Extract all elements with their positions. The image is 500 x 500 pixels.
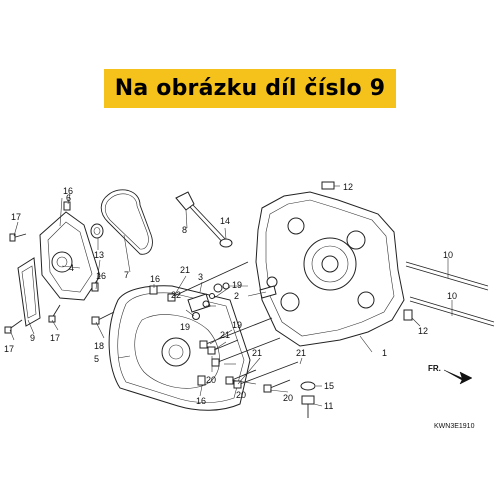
callout-3: 3 bbox=[198, 272, 203, 282]
bolt-18 bbox=[91, 311, 115, 325]
dowel-12-a bbox=[321, 181, 335, 190]
callout-18: 18 bbox=[94, 341, 104, 351]
plate-2 bbox=[259, 285, 277, 299]
callout-16-c: 16 bbox=[150, 274, 160, 284]
callout-17-b: 17 bbox=[4, 344, 14, 354]
o-ring-14 bbox=[219, 238, 233, 248]
callout-9: 9 bbox=[30, 333, 35, 343]
callout-16-b: 16 bbox=[96, 271, 106, 281]
callout-22: 22 bbox=[171, 290, 181, 300]
callout-20-a: 20 bbox=[206, 375, 216, 385]
bolt-17-a bbox=[9, 233, 27, 242]
drain-bolt-11 bbox=[301, 395, 315, 418]
callout-19-b: 19 bbox=[180, 322, 190, 332]
callout-15: 15 bbox=[324, 381, 334, 391]
callout-21-a: 21 bbox=[180, 265, 190, 275]
front-arrow-icon bbox=[443, 369, 473, 385]
dipstick-8 bbox=[175, 191, 230, 247]
callout-10-lower: 10 bbox=[447, 291, 457, 301]
washer-15 bbox=[300, 381, 316, 391]
callout-17-a: 17 bbox=[11, 212, 21, 222]
bracket-9 bbox=[17, 257, 41, 327]
pin-4 bbox=[209, 293, 215, 299]
callout-19-c: 19 bbox=[232, 320, 242, 330]
bolt-20-b bbox=[225, 369, 257, 385]
callout-21-d: 21 bbox=[296, 348, 306, 358]
callout-4: 4 bbox=[69, 263, 74, 273]
oil-seal-13 bbox=[90, 223, 104, 239]
bolt-21-a bbox=[167, 261, 249, 302]
bolt-17-b bbox=[4, 319, 23, 334]
dowel-16-c bbox=[149, 285, 158, 295]
callout-5: 5 bbox=[94, 354, 99, 364]
washer-19-c bbox=[202, 300, 210, 308]
bolt-20-a bbox=[207, 339, 239, 355]
dowel-16-a bbox=[63, 201, 71, 211]
stud-10-upper bbox=[405, 261, 489, 291]
callout-1: 1 bbox=[382, 348, 387, 358]
callout-21-b: 21 bbox=[220, 330, 230, 340]
callout-8: 8 bbox=[182, 225, 187, 235]
callout-16-d: 16 bbox=[196, 396, 206, 406]
dowel-12-b bbox=[403, 309, 413, 321]
bolt-20-c bbox=[263, 379, 291, 393]
callout-12-lower: 12 bbox=[418, 326, 428, 336]
callout-13: 13 bbox=[94, 250, 104, 260]
callout-20-b: 20 bbox=[236, 390, 246, 400]
part-number-banner: Na obrázku díl číslo 9 bbox=[104, 69, 396, 108]
washer-19-b bbox=[192, 312, 200, 320]
callout-7: 7 bbox=[124, 270, 129, 280]
callout-21-c: 21 bbox=[252, 348, 262, 358]
callout-12-upper: 12 bbox=[343, 182, 353, 192]
washer-19-a bbox=[213, 283, 223, 293]
callout-10-upper: 10 bbox=[443, 250, 453, 260]
callout-11: 11 bbox=[324, 401, 333, 411]
callout-20-c: 20 bbox=[283, 393, 293, 403]
callout-6: 6 bbox=[66, 193, 71, 203]
dowel-16-d bbox=[197, 375, 206, 386]
callout-16-a: 16 bbox=[63, 186, 73, 196]
callout-17-c: 17 bbox=[50, 333, 60, 343]
diagram-code: KWN3E1910 bbox=[434, 423, 475, 430]
callout-14: 14 bbox=[220, 216, 230, 226]
bolt-17-c bbox=[48, 304, 61, 323]
callout-19-a: 19 bbox=[232, 280, 242, 290]
gasket-7 bbox=[100, 189, 153, 255]
front-direction-indicator: FR. bbox=[428, 364, 473, 385]
dowel-16-b bbox=[91, 282, 99, 292]
front-direction-label: FR. bbox=[428, 364, 441, 373]
callout-2: 2 bbox=[234, 291, 239, 301]
